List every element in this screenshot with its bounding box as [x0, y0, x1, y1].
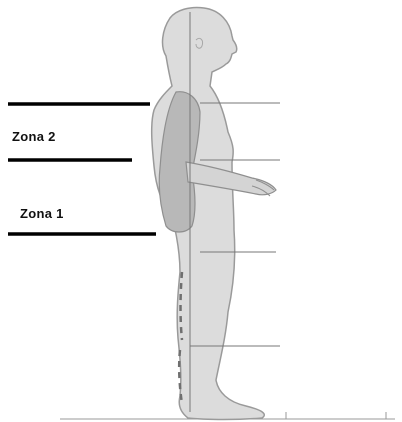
zone-1-label: Zona 1: [20, 206, 64, 221]
zone-2-label: Zona 2: [12, 129, 56, 144]
human-figure: [152, 7, 276, 419]
